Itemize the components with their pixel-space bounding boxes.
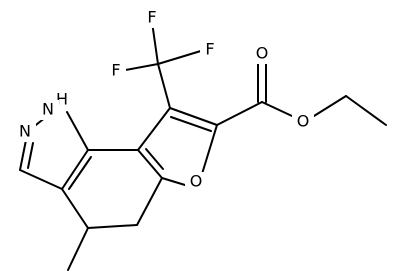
furan-oxygen-label: O [190, 172, 203, 191]
bond-c5a-ch2 [136, 177, 163, 226]
bond-o-ch2 [313, 95, 347, 117]
nh-nitrogen-label: N [42, 100, 54, 119]
bond-furan-c7-o [201, 124, 218, 175]
bond-c3a-c9b-double [68, 156, 92, 190]
bond-c9b-nh [66, 111, 89, 151]
bond-cf3-ring [157, 63, 171, 109]
bond-c3a-c9b [61, 149, 89, 190]
bond-furan-c8-c7 [169, 107, 218, 126]
fluorine-label-1: F [147, 8, 156, 27]
bond-n-ch-double-2 [27, 142, 34, 169]
fluorine-label-3: F [111, 61, 120, 80]
bond-c-f2 [157, 49, 205, 65]
ester-oxygen-label: O [297, 112, 310, 131]
bond-ch-c3a [61, 188, 89, 229]
bond-ch2-ch [87, 224, 138, 229]
bond-c8a-c5a-aromatic [137, 149, 163, 179]
bond-furan-o-c5a [161, 177, 186, 186]
bond-ch-methyl [67, 227, 89, 271]
bonds [19, 21, 387, 271]
bond-furan-c8-c8a [137, 107, 171, 151]
bond-c-f3 [119, 63, 159, 72]
bond-n-ch-double-1 [19, 139, 27, 171]
carbonyl-oxygen-label: O [256, 44, 269, 63]
bond-c-o-ester [261, 101, 293, 117]
pyrazole-nitrogen-label: N [19, 122, 31, 141]
bond-c-f1 [151, 21, 159, 65]
bond-c7-ccarbonyl [216, 101, 263, 126]
bond-ch-c3a [19, 169, 63, 190]
bond-c8a-c5a-double [145, 148, 164, 170]
atom-labels: F F F O O O H N N [14, 8, 314, 192]
bond-furan-c8-c7-double [170, 116, 212, 132]
fluorine-label-2: F [205, 40, 214, 59]
bond-ch2-ch3 [345, 95, 387, 126]
